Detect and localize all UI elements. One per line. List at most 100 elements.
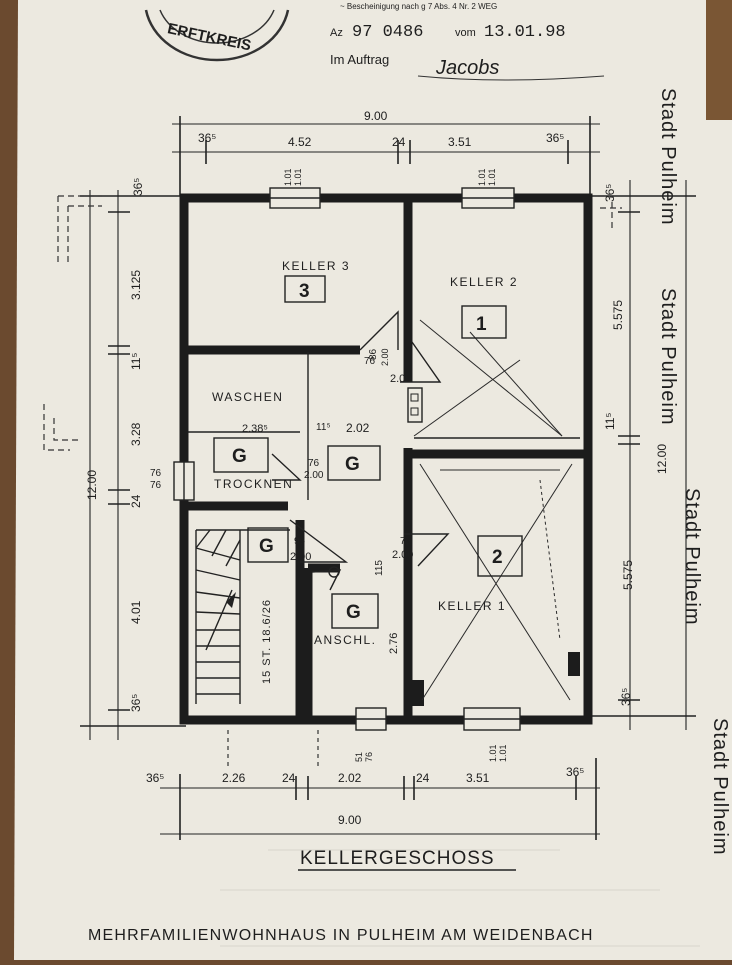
left-seg-4: 3.28 [129,422,143,446]
keller2-cross-marks [413,319,563,437]
top-window-1b: 1.01 [293,168,303,186]
bottom-seg-6: 3.51 [466,771,490,785]
door-note-d1-a: 86 [368,348,379,360]
top-total: 9.00 [364,109,388,123]
bottom-seg-7: 36⁵ [566,765,584,779]
bottom-window-1b: 76 [364,752,374,762]
room-waschen-mark: G [232,446,247,467]
door-note-d4-b: 2.00 [290,551,311,563]
side-stamp-4: Stadt Pulheim [709,718,731,856]
date-prefix: vom [455,27,476,39]
bottom-window-2a: 1.01 [488,744,498,762]
door-note-d3-a: 76 [308,458,320,469]
side-stamp-1: Stadt Pulheim [657,88,679,226]
left-seg-5: 24 [129,494,143,508]
room-keller1-number-box [477,535,523,577]
door-note-d2-a: 2.38⁵ [242,423,268,435]
door-note-d2-c: 2.02 [346,421,370,435]
bottom-seg-3: 24 [282,771,296,785]
bottom-seg-2: 2.26 [222,771,246,785]
room-waschen-mark-box [213,437,269,473]
room-keller3-number-box [284,275,326,303]
room-flur-mark-box [327,445,381,481]
room-keller1-label: KELLER 1 [438,599,506,613]
bottom-window-1a: 51 [354,752,364,762]
keller1-cross-marks [419,463,573,701]
wood-background [706,0,732,120]
door-note-d2-b: 11⁵ [316,422,331,433]
left-seg-7: 36⁵ [129,694,143,712]
left-seg-3: 11⁵ [129,353,143,370]
top-window-1a: 1.01 [283,168,293,186]
building-walls [173,187,593,731]
right-seg-4: 5.575 [621,560,635,590]
stamp-header-line: ~ Bescheinigung nach g 7 Abs. 4 Nr. 2 WE… [340,2,497,11]
room-anschl-label: ANSCHL. [314,633,377,647]
az-label: Az [330,27,343,39]
staircase: 15 ST. 18.6/26 [195,529,290,704]
right-dimension-chain: 36⁵ 5.575 11⁵ 5.575 36⁵ 12.00 [584,180,696,730]
top-seg-5: 36⁵ [546,131,564,145]
bottom-seg-4: 2.02 [338,771,362,785]
project-title: MEHRFAMILIENWOHNHAUS IN PULHEIM AM WEIDE… [88,927,594,944]
top-window-2b: 1.01 [487,168,497,186]
top-seg-4: 3.51 [448,135,472,149]
door-note-d4-a: 96 [294,536,306,547]
im-auftrag-label: Im Auftrag [330,52,389,67]
right-total: 12.00 [655,444,669,474]
left-total: 12.00 [85,470,99,500]
bottom-window-2b: 1.01 [498,744,508,762]
room-anschl-mark-box [331,593,379,629]
room-keller2-number: 1 [476,314,487,335]
door-note-d5-a: 76 [400,536,412,547]
top-seg-1: 36⁵ [198,131,216,145]
room-keller3-label: KELLER 3 [282,259,350,273]
door-swings [271,310,450,591]
left-seg-1: 36⁵ [131,178,145,196]
left-dimension-chain: 12.00 36⁵ 3.125 11⁵ 3.28 24 4.01 36⁵ [43,178,186,740]
left-seg-2: 3.125 [129,270,143,300]
room-waschen-label: WASCHEN [212,390,283,404]
az-value: 97 0486 [352,23,423,42]
door-note-d3-b: 2.00 [304,470,324,481]
room-keller2-label: KELLER 2 [450,275,518,289]
stair-label: 15 ST. 18.6/26 [261,599,273,684]
door-note-d5-c: 115 [374,560,385,576]
date-value: 13.01.98 [484,23,566,42]
top-seg-3: 24 [392,135,406,149]
door-note-d5-b: 2.00 [392,549,413,561]
top-window-2a: 1.01 [477,168,487,186]
right-seg-3: 11⁵ [603,413,617,430]
side-stamp-2: Stadt Pulheim [657,288,679,426]
room-treppe-mark-box [247,527,289,563]
bottom-total: 9.00 [338,813,362,827]
bottom-seg-5: 24 [416,771,430,785]
door-note-d6-a: 76 [150,468,162,479]
room-keller3-number: 3 [299,281,310,302]
bottom-seg-1: 36⁵ [146,771,164,785]
door-note-d6-b: 76 [150,480,162,491]
top-seg-2: 4.52 [288,135,312,149]
room-treppe-mark: G [259,536,274,557]
top-dimension-chain: 9.00 36⁵ 4.52 24 3.51 36⁵ 1.01 1.01 1.01… [172,109,600,196]
door-note-d1-b: 2.00 [380,348,390,366]
door-note-d1-c: 76 [364,356,376,367]
room-trocknen-label: TROCKNEN [214,477,293,491]
room-anschl-dim: 2.76 [388,633,400,654]
door-note-d1-d: 2.00 [390,373,411,385]
room-anschl-mark: G [346,602,361,623]
room-keller2-number-box [461,305,507,339]
left-seg-6: 4.01 [129,600,143,624]
signature: Jacobs [435,57,499,79]
floor-title: KELLERGESCHOSS [300,848,495,869]
door-notes: 86 2.00 76 2.00 2.38⁵ 11⁵ 2.02 76 2.00 9… [150,348,413,576]
right-seg-1: 36⁵ [603,184,617,202]
room-flur-mark: G [345,454,360,475]
bottom-dimension-chain: 36⁵ 2.26 24 2.02 24 3.51 36⁵ 9.00 51 76 … [146,730,600,840]
right-seg-2: 5.575 [611,300,625,330]
right-seg-5: 36⁵ [619,688,633,706]
room-keller1-number: 2 [492,547,503,568]
side-stamp-3: Stadt Pulheim [681,488,703,626]
